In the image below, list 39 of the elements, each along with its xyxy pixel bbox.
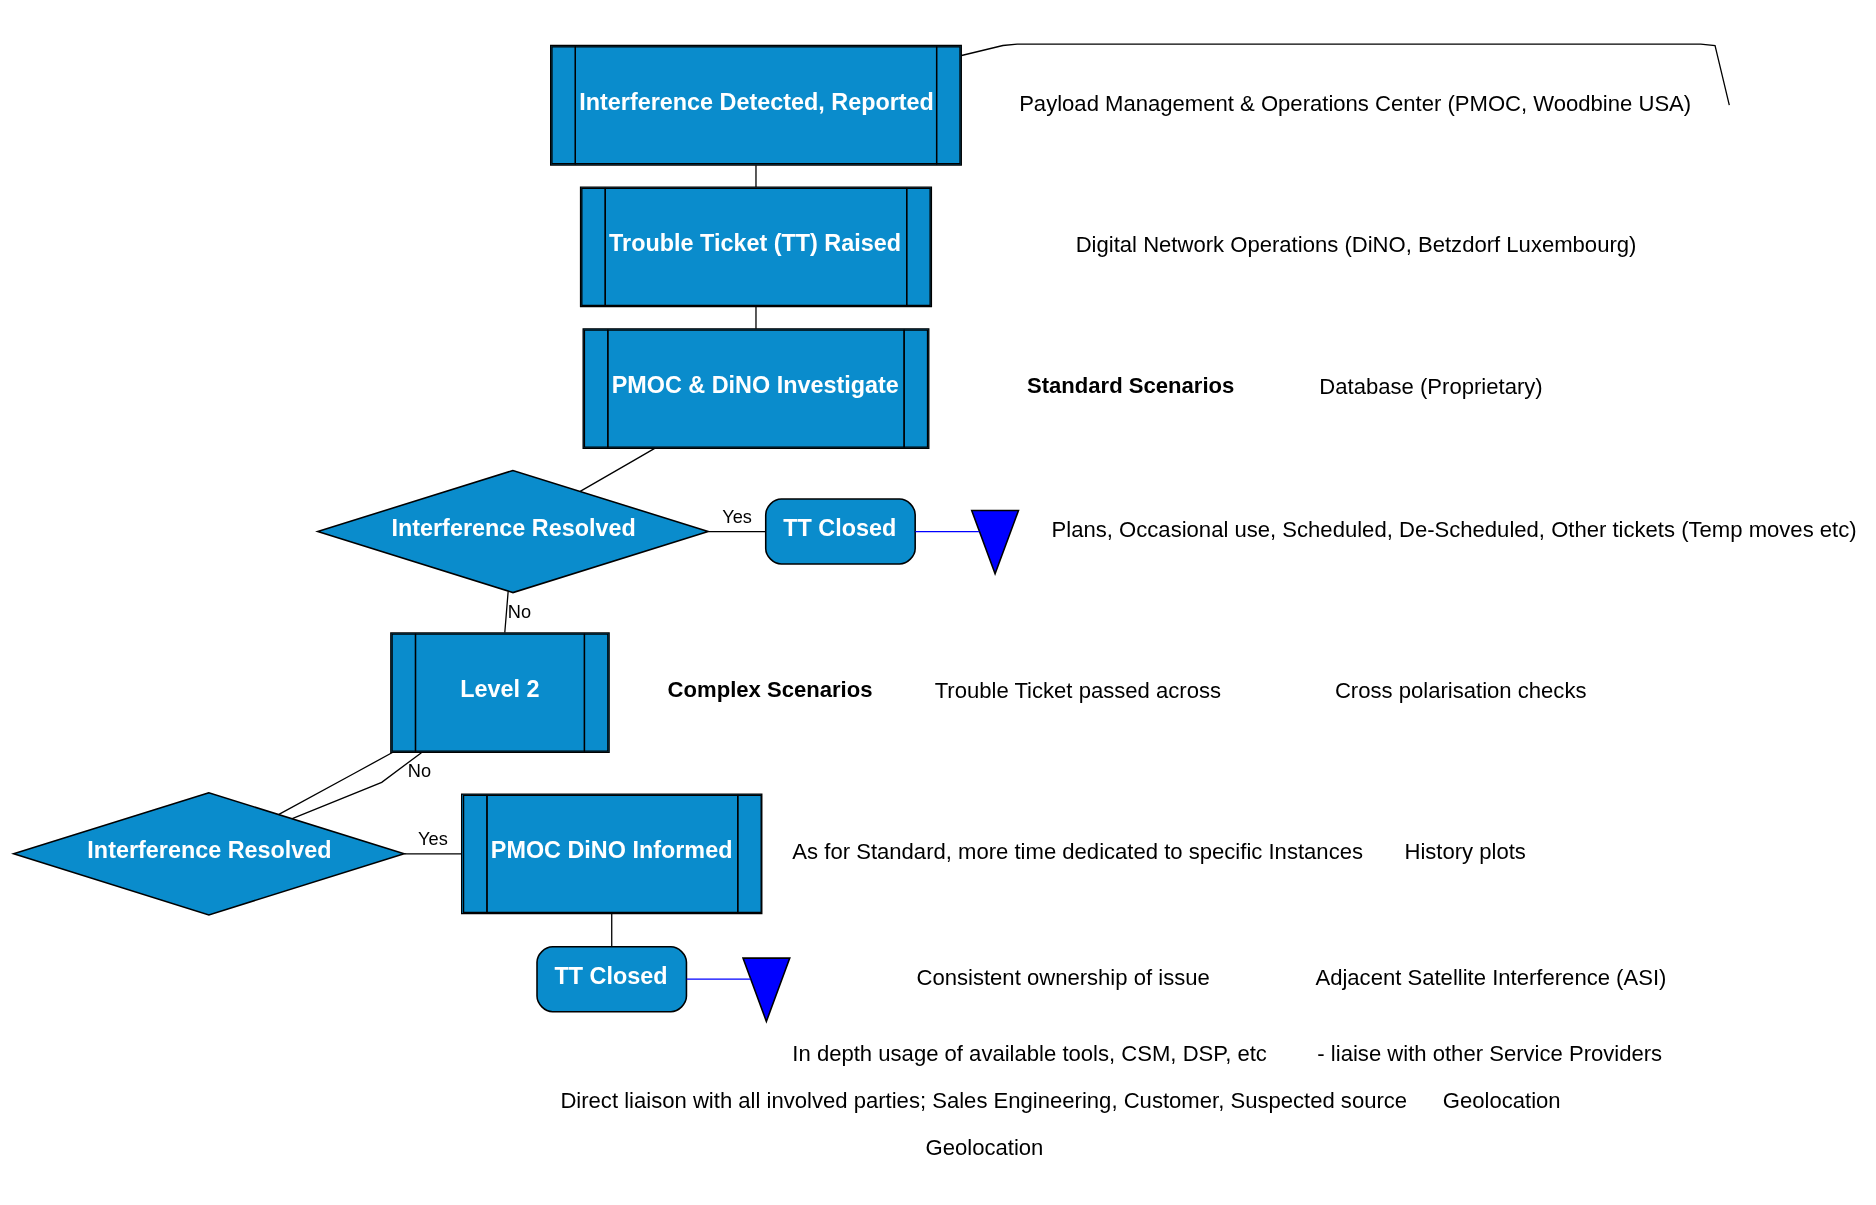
edge-label: Yes: [722, 506, 752, 527]
connector: [291, 751, 423, 819]
label: Payload Management & Operations Center (PMOC, Woodbine USA): [1019, 90, 1692, 116]
connector: [755, 164, 757, 188]
label: Complex Scenarios: [667, 676, 873, 702]
node-diamond: Interference Resolved: [11, 791, 407, 916]
label: Direct liaison with all involved parties; Sales Engineering, Customer, Suspected source: [560, 1087, 1408, 1113]
node-hourglass: [741, 956, 791, 1024]
node-diamond: Interference Resolved: [315, 469, 711, 593]
edge-label: No: [507, 601, 532, 622]
label: In depth usage of available tools, CSM, DSP, etc: [792, 1040, 1267, 1066]
label: Standard Scenarios: [1026, 372, 1235, 398]
edge-label: No: [407, 760, 432, 781]
connector: [403, 852, 462, 854]
connector: [755, 305, 757, 329]
label: Geolocation: [1442, 1087, 1561, 1113]
connector: [611, 912, 613, 947]
connector: [960, 43, 1730, 106]
label: Geolocation: [925, 1134, 1044, 1160]
label: - liaise with other Service Providers: [1317, 1040, 1663, 1066]
label: Plans, Occasional use, Scheduled, De-Scheduled, Other tickets (Temp moves etc): [1051, 516, 1857, 542]
node-box: TT Closed: [764, 497, 916, 565]
connector: [914, 530, 980, 532]
connector: [686, 978, 752, 980]
label: Adjacent Satellite Interference (ASI): [1315, 964, 1667, 990]
label: Digital Network Operations (DiNO, Betzdorf Luxembourg): [1075, 231, 1637, 257]
label: Cross polarisation checks: [1334, 677, 1587, 703]
label: Trouble Ticket passed across: [934, 677, 1221, 703]
label: Database (Proprietary): [1319, 373, 1543, 399]
label: History plots: [1404, 838, 1526, 864]
node-hourglass: [970, 509, 1020, 576]
label: Consistent ownership of issue: [916, 964, 1210, 990]
label: As for Standard, more time dedicated to specific Instances: [792, 838, 1364, 864]
node-box: TT Closed: [536, 945, 688, 1012]
edge-label: Yes: [418, 828, 448, 849]
connector: [278, 751, 394, 815]
connector: [579, 447, 656, 492]
connector: [504, 590, 509, 633]
connector: [708, 530, 767, 532]
